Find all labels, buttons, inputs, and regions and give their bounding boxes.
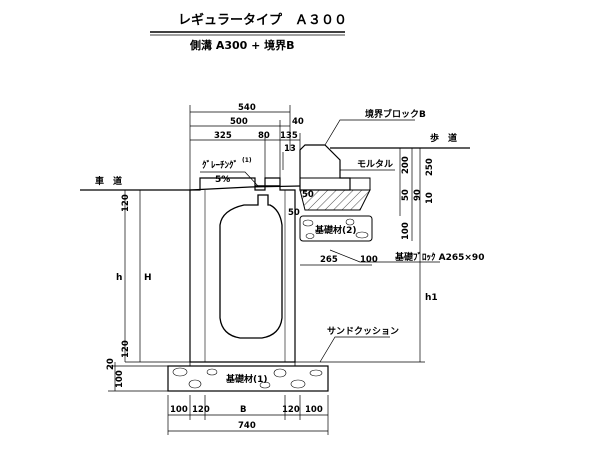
- dim-bottom-B: B: [240, 405, 246, 415]
- dim-90: 90: [413, 189, 423, 201]
- dim-50-a: 50: [302, 190, 314, 200]
- dim-80: 80: [258, 131, 270, 141]
- dim-13: 13: [284, 144, 296, 154]
- dim-200: 200: [401, 156, 411, 174]
- roadway-slope: [189, 185, 301, 191]
- dim-100-vertical: 100: [401, 222, 411, 240]
- dim-50-b: 50: [288, 208, 300, 218]
- dim-135: 135: [280, 131, 298, 141]
- dimension-lines: [108, 105, 425, 435]
- ground-lines: [80, 147, 470, 191]
- dim-540: 540: [238, 103, 256, 113]
- dim-100-horizontal: 100: [360, 255, 378, 265]
- title-block: レギュラータイプ Ａ３００ 側溝 A300 + 境界B: [150, 12, 347, 52]
- dim-20: 20: [106, 358, 116, 370]
- dim-120-top: 120: [121, 194, 131, 212]
- dim-500: 500: [230, 117, 248, 127]
- foundation: [167, 361, 329, 392]
- dim-40: 40: [292, 117, 304, 127]
- boundary-block-assembly: [299, 144, 373, 242]
- side-ditch: [189, 177, 296, 363]
- label-sand-cushion: サンドクッション: [327, 326, 399, 337]
- base-material-2-box: [299, 215, 373, 242]
- label-H: H: [144, 273, 152, 283]
- dim-bottom-120-left: 120: [192, 405, 210, 415]
- label-h1: h1: [425, 293, 438, 303]
- dim-10: 10: [425, 192, 435, 204]
- dim-100-left: 100: [115, 370, 125, 388]
- drawing-title: レギュラータイプ Ａ３００: [178, 12, 347, 28]
- dimension-labels: 540 500 40 325 80 135 13 120 120 20 100 …: [106, 103, 435, 431]
- labels: 車 道 歩 道 境界ブロックB ｸﾞﾚｰﾁﾝｸﾞ (1) 5% モルタル 基礎材…: [95, 108, 484, 385]
- label-base-material-1: 基礎材(1): [225, 373, 268, 385]
- label-base-material-2: 基礎材(2): [314, 224, 357, 236]
- dim-740: 740: [238, 421, 256, 431]
- label-slope: 5%: [215, 175, 230, 185]
- label-roadway: 車 道: [95, 175, 122, 187]
- dim-265: 265: [320, 255, 338, 265]
- dim-bottom-100-right: 100: [305, 405, 323, 415]
- label-h: h: [116, 273, 122, 283]
- label-mortar: モルタル: [357, 158, 393, 170]
- label-boundary-block: 境界ブロックB: [365, 108, 426, 120]
- dim-bottom-120-right: 120: [282, 405, 300, 415]
- base-material-1-box: [167, 365, 329, 392]
- boundary-block-b: [299, 144, 351, 191]
- base-material-1-stones: [172, 367, 323, 389]
- ditch-channel: [219, 194, 283, 339]
- mortar-layer: [299, 177, 371, 191]
- base-block-hatched: [299, 189, 371, 211]
- label-grating: ｸﾞﾚｰﾁﾝｸﾞ: [202, 159, 238, 171]
- drawing-subtitle: 側溝 A300 + 境界B: [189, 38, 295, 52]
- dim-bottom-100-left: 100: [170, 405, 188, 415]
- dim-120-bottom: 120: [121, 340, 131, 358]
- label-sidewalk: 歩 道: [430, 132, 457, 144]
- dim-325: 325: [214, 131, 232, 141]
- label-grating-note: (1): [242, 157, 252, 164]
- label-base-block: 基礎ﾌﾞﾛｯｸ A265×90: [394, 251, 484, 263]
- dim-250: 250: [425, 158, 435, 176]
- base-material-2-stones: [302, 218, 369, 239]
- leader-lines: [200, 119, 440, 363]
- dim-50-vertical: 50: [401, 189, 411, 201]
